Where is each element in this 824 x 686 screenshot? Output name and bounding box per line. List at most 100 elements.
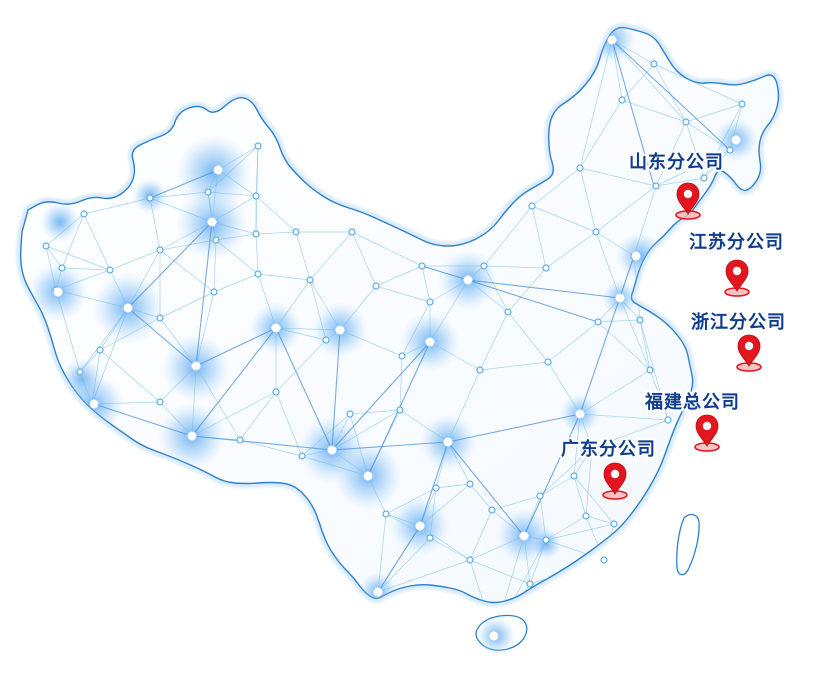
- network-link: [159, 317, 197, 367]
- network-link: [655, 121, 687, 187]
- pin-hole: [683, 189, 693, 199]
- network-link: [447, 369, 481, 443]
- network-link: [429, 487, 437, 539]
- network-node-icon: [466, 556, 474, 564]
- network-link: [385, 513, 431, 539]
- network-link: [611, 39, 655, 65]
- network-hub-node-icon: [373, 587, 383, 597]
- network-link-hub: [191, 435, 333, 451]
- network-link: [655, 149, 731, 187]
- network-node-icon: [488, 506, 496, 514]
- network-hub-node-icon: [53, 287, 63, 297]
- network-link: [429, 279, 469, 303]
- network-link: [597, 321, 651, 371]
- network-link-hub: [421, 265, 469, 281]
- network-node-icon: [600, 556, 608, 564]
- network-link: [639, 319, 651, 371]
- pin-zhejiang[interactable]: [736, 334, 762, 372]
- network-link: [419, 525, 471, 561]
- network-link: [429, 537, 471, 561]
- network-link: [595, 231, 635, 257]
- network-link: [579, 39, 613, 169]
- network-link: [579, 99, 623, 169]
- network-node-icon: [542, 264, 550, 272]
- network-link: [351, 231, 423, 267]
- network-link: [611, 39, 687, 123]
- office-label-fujian[interactable]: 福建总公司: [642, 389, 741, 415]
- network-link: [653, 63, 687, 123]
- network-link: [91, 401, 161, 405]
- office-label-shandong[interactable]: 山东分公司: [627, 149, 725, 175]
- network-link: [367, 475, 387, 515]
- pin-shandong[interactable]: [675, 182, 701, 220]
- network-link: [61, 267, 111, 271]
- network-link: [639, 319, 669, 421]
- network-link: [399, 409, 449, 443]
- pin-hole: [732, 266, 742, 276]
- network-link: [309, 279, 341, 331]
- pin-base-shadow: [695, 443, 719, 451]
- network-link: [523, 535, 531, 585]
- network-link: [149, 191, 209, 199]
- network-hub-node-icon: [615, 293, 625, 303]
- network-node-icon: [322, 336, 330, 344]
- pin-jiangsu[interactable]: [724, 259, 750, 297]
- network-link: [585, 447, 593, 517]
- network-node-icon: [528, 202, 536, 210]
- network-link: [309, 231, 353, 281]
- network-link: [685, 121, 705, 179]
- network-node-icon: [418, 262, 426, 270]
- network-node-icon: [156, 314, 164, 322]
- network-link: [653, 63, 743, 105]
- network-node-icon: [570, 472, 578, 480]
- pin-fujian[interactable]: [694, 414, 720, 452]
- network-node-icon: [610, 520, 618, 528]
- network-link-hub: [195, 221, 213, 367]
- network-link: [377, 537, 431, 593]
- network-link: [377, 559, 471, 593]
- network-node-icon: [426, 298, 434, 306]
- network-link: [611, 39, 623, 101]
- network-node-icon: [476, 366, 484, 374]
- network-node-icon: [146, 194, 154, 202]
- network-node-icon: [466, 480, 474, 488]
- network-node-icon: [618, 96, 626, 104]
- network-node-icon: [306, 276, 314, 284]
- network-link: [195, 291, 215, 367]
- network-hub-node-icon: [327, 445, 337, 455]
- network-link: [573, 447, 593, 477]
- network-link: [213, 239, 217, 293]
- network-link: [159, 365, 197, 403]
- network-link: [295, 231, 311, 281]
- network-link: [529, 539, 547, 585]
- network-link-hub: [579, 255, 635, 415]
- network-link-hub: [447, 413, 581, 443]
- network-link: [239, 439, 303, 457]
- network-link: [55, 269, 111, 291]
- network-link-hub: [195, 327, 277, 367]
- network-link: [45, 245, 57, 291]
- network-link: [399, 355, 403, 411]
- network-link: [191, 365, 197, 437]
- network-hub-node-icon: [463, 275, 473, 285]
- network-link: [619, 297, 651, 371]
- network-node-icon: [382, 510, 390, 518]
- office-label-jiangsu[interactable]: 江苏分公司: [687, 229, 785, 255]
- network-link: [255, 233, 259, 275]
- network-link-hub: [331, 441, 449, 451]
- network-link: [573, 475, 587, 517]
- office-label-guangdong[interactable]: 广东分公司: [559, 436, 657, 462]
- pin-guangdong[interactable]: [602, 462, 628, 500]
- network-link: [211, 169, 219, 223]
- network-link: [493, 535, 525, 603]
- network-link: [531, 205, 597, 233]
- network-link: [211, 195, 257, 223]
- office-label-zhejiang[interactable]: 浙江分公司: [689, 309, 787, 335]
- network-link: [301, 449, 333, 457]
- network-link: [331, 413, 351, 451]
- pin-base-shadow: [676, 211, 700, 219]
- network-node-icon: [526, 580, 534, 588]
- network-link: [579, 167, 597, 233]
- network-link: [421, 265, 431, 303]
